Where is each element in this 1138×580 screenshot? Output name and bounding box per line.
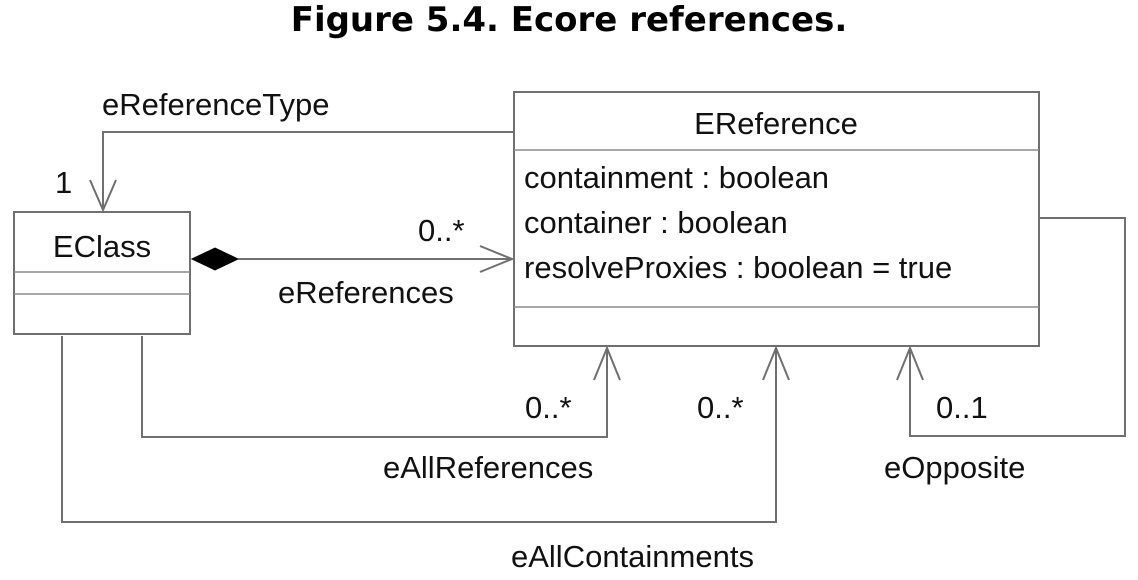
association-ereferences: 0..* eReferences	[190, 213, 515, 310]
open-arrowhead-icon	[593, 345, 621, 381]
connector-ereferencetype	[102, 131, 514, 210]
ereferences-role-label: eReferences	[278, 275, 454, 310]
open-arrowhead-icon	[762, 345, 790, 381]
ereferencetype-role-label: eReferenceType	[102, 87, 329, 122]
eopposite-role-label: eOpposite	[884, 450, 1025, 485]
association-eopposite: 0..1 eOpposite	[884, 217, 1126, 485]
figure-title: Figure 5.4. Ecore references.	[290, 0, 848, 40]
eopposite-multiplicity: 0..1	[936, 390, 988, 425]
eallreferences-role-label: eAllReferences	[383, 450, 593, 485]
eclass-box: EClass	[13, 211, 191, 335]
composition-diamond-icon	[190, 247, 240, 271]
association-eallreferences: 0..* eAllReferences	[141, 336, 621, 485]
eallcontainments-role-label: eAllContainments	[511, 539, 754, 574]
ereference-attribute-resolve-proxies: resolveProxies : boolean = true	[524, 250, 952, 285]
eallcontainments-multiplicity: 0..*	[697, 390, 744, 425]
ereferencetype-multiplicity: 1	[55, 165, 72, 200]
ereferences-multiplicity: 0..*	[418, 213, 465, 248]
association-ereferencetype: eReferenceType 1	[55, 87, 514, 213]
connector-eopposite	[909, 217, 1126, 437]
ereference-attribute-containment: containment : boolean	[524, 160, 829, 195]
open-arrowhead-icon	[89, 179, 117, 213]
association-eallcontainments: 0..* eAllContainments	[61, 336, 790, 574]
open-arrowhead-icon	[896, 345, 924, 381]
ereference-name: EReference	[694, 106, 858, 141]
ereference-box: EReference containment : boolean contain…	[513, 91, 1040, 347]
connector-eallreferences	[141, 336, 608, 438]
eallreferences-multiplicity: 0..*	[525, 390, 572, 425]
eclass-name: EClass	[53, 229, 151, 264]
connector-eallcontainments	[61, 336, 777, 523]
ereference-attribute-container: container : boolean	[524, 205, 788, 240]
open-arrowhead-icon	[479, 245, 515, 273]
